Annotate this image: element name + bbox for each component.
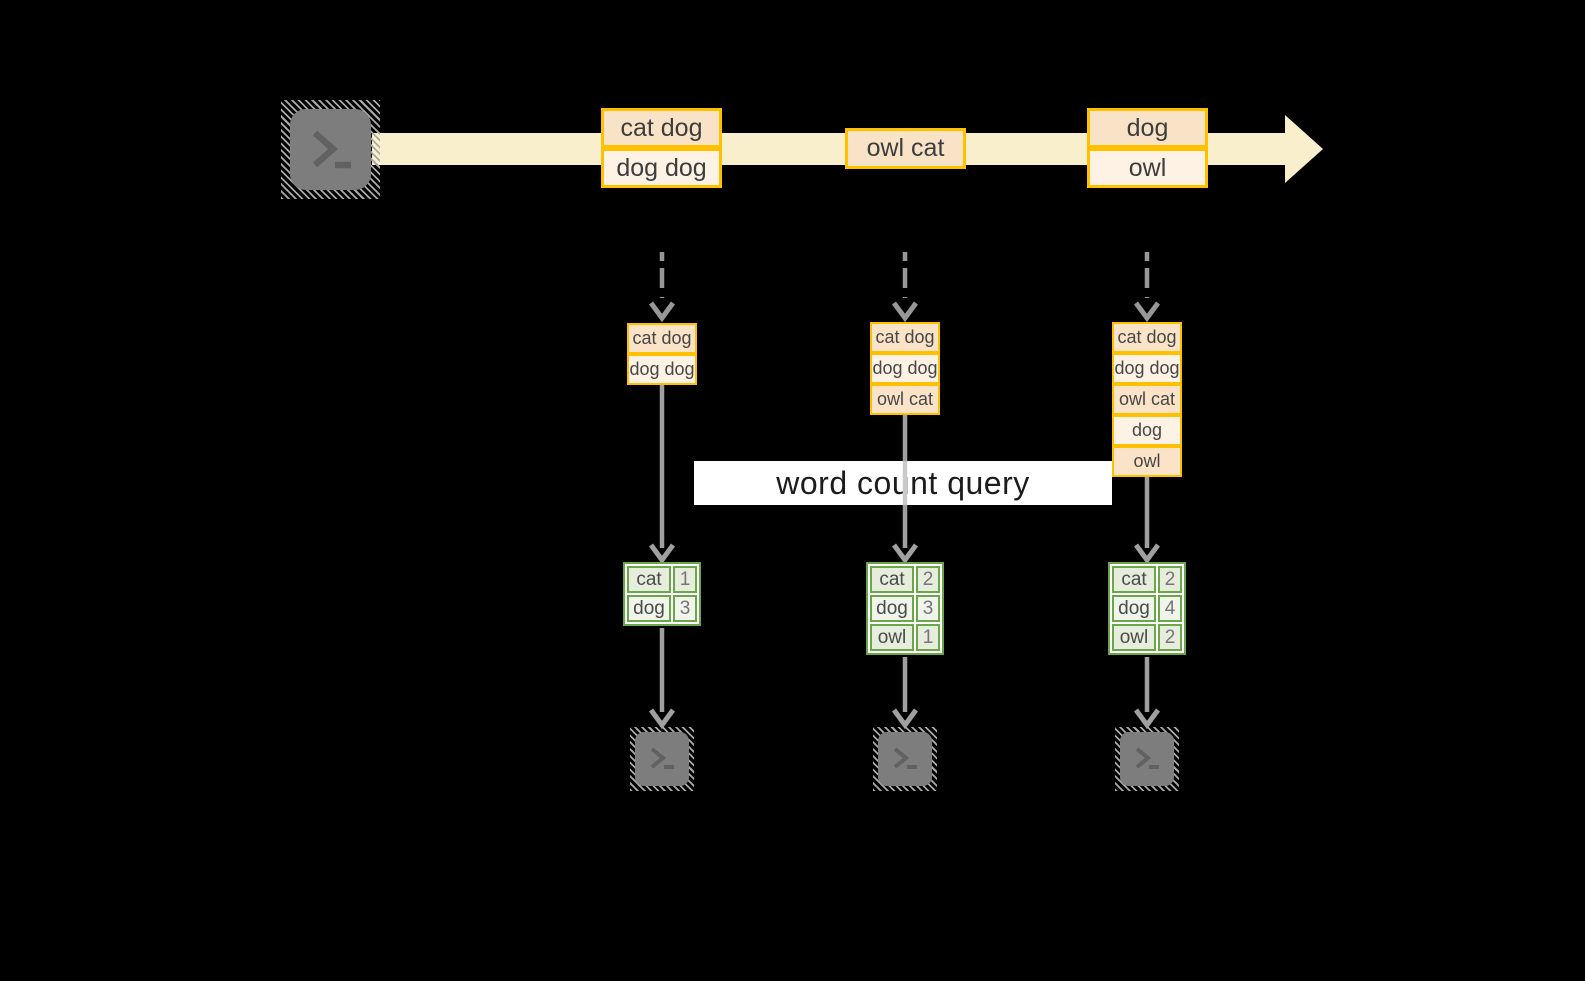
event-text: owl (1128, 153, 1167, 182)
stream-event-group-3: dog owl (1087, 108, 1208, 188)
stack-row: owl cat (870, 384, 940, 415)
count-table-1: cat 1 dog 3 (623, 562, 701, 626)
batch-stack-2: cat dog dog dog owl cat (870, 322, 940, 415)
table-word-cell: cat (870, 566, 914, 593)
table-word-cell: dog (870, 595, 914, 622)
stack-row: owl (1112, 446, 1182, 477)
query-arrows (648, 385, 1161, 565)
table-word-cell: cat (627, 566, 671, 593)
stack-row: cat dog (627, 323, 697, 354)
sink-arrows (648, 628, 1161, 730)
stack-row: cat dog (870, 322, 940, 353)
stream-event-line: owl (1087, 148, 1208, 188)
prompt-glyph (1135, 747, 1159, 769)
stack-row: dog dog (1112, 353, 1182, 384)
table-count-cell: 2 (916, 566, 940, 593)
stream-event-group-1: cat dog dog dog (601, 108, 722, 188)
table-count-cell: 3 (916, 595, 940, 622)
event-text: dog (1126, 113, 1169, 142)
count-table-2: cat 2 dog 3 owl 1 (866, 562, 944, 655)
count-table-3: cat 2 dog 4 owl 2 (1108, 562, 1186, 655)
table-count-cell: 2 (1158, 566, 1182, 593)
event-text: dog dog (616, 153, 707, 182)
stack-row: dog dog (627, 354, 697, 385)
table-word-cell: owl (870, 624, 914, 651)
stack-row: dog (1112, 415, 1182, 446)
prompt-glyph (650, 747, 674, 769)
table-word-cell: dog (1112, 595, 1156, 622)
terminal-icon (1115, 727, 1179, 791)
query-label: word count query (776, 464, 1030, 501)
table-count-cell: 3 (673, 595, 697, 622)
event-text: owl cat (866, 134, 945, 162)
table-count-cell: 2 (1158, 624, 1182, 651)
batch-stack-1: cat dog dog dog (627, 323, 697, 385)
table-count-cell: 4 (1158, 595, 1182, 622)
table-count-cell: 1 (673, 566, 697, 593)
terminal-icon (281, 100, 380, 199)
stream-event-line: cat dog (601, 108, 722, 148)
terminal-icon (630, 727, 694, 791)
stack-row: dog dog (870, 353, 940, 384)
prompt-glyph (893, 747, 917, 769)
batch-stack-3: cat dog dog dog owl cat dog owl (1112, 322, 1182, 477)
stream-event-line: dog dog (601, 148, 722, 188)
prompt-glyph (312, 130, 351, 168)
stream-event-line: owl cat (845, 128, 966, 169)
terminal-icon (873, 727, 937, 791)
stack-row: owl cat (1112, 384, 1182, 415)
table-count-cell: 1 (916, 624, 940, 651)
table-word-cell: dog (627, 595, 671, 622)
stack-row: cat dog (1112, 322, 1182, 353)
stream-event-line: dog (1087, 108, 1208, 148)
stream-event-group-2: owl cat (845, 128, 966, 169)
dashed-batch-arrows (648, 252, 1161, 323)
event-text: cat dog (620, 113, 703, 142)
table-word-cell: cat (1112, 566, 1156, 593)
table-word-cell: owl (1112, 624, 1156, 651)
